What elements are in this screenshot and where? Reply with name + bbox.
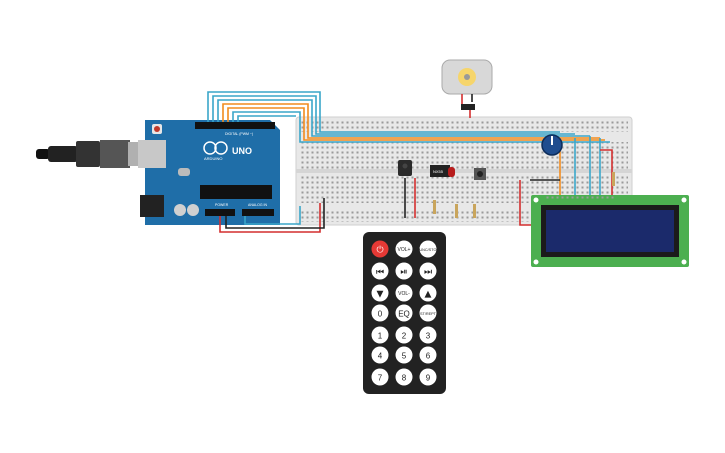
remote-button-label: VOL+	[398, 247, 411, 253]
remote-button-label: EQ	[398, 310, 410, 319]
up-button[interactable]: ▲	[419, 284, 437, 302]
uno-logo: UNO	[232, 146, 252, 156]
remote-button-label: 6	[426, 352, 431, 361]
fast-forward-icon: ⏭	[424, 268, 432, 278]
remote-button-label: 0	[378, 310, 383, 319]
arduino-brand: ARDUINO	[204, 156, 222, 161]
power-header	[205, 209, 235, 216]
remote-button-label: FUNC/STOP	[417, 248, 439, 252]
led	[448, 167, 455, 177]
remote-button-8[interactable]: 8	[395, 368, 413, 386]
remote-button-label: 1	[378, 332, 383, 341]
remote-button-9[interactable]: 9	[419, 368, 437, 386]
ir-remote: ⏻ VOL+ FUNC/STOP ⏮ ⏯ ⏭ ▼ VOL- ▲ 0 EQ ST/REPT 1 2 3 4 5 6 7…	[363, 232, 446, 394]
dc-motor	[441, 59, 493, 110]
remote-button-6[interactable]: 6	[419, 346, 437, 364]
ic-chip: NX55	[430, 165, 450, 177]
remote-button-label: 2	[402, 332, 407, 341]
rewind-button[interactable]: ⏮	[371, 262, 389, 280]
remote-button-label: 9	[426, 374, 431, 383]
remote-button-7[interactable]: 7	[371, 368, 389, 386]
push-button	[474, 168, 486, 180]
power-button[interactable]: ⏻	[371, 240, 389, 258]
remote-button-label: VOL-	[398, 291, 410, 297]
rewind-icon: ⏮	[376, 268, 384, 278]
play-pause-button[interactable]: ⏯	[395, 262, 413, 280]
wires	[207, 91, 613, 233]
lcd-module	[531, 195, 689, 267]
power-icon: ⏻	[376, 245, 383, 256]
remote-button-2[interactable]: 2	[395, 326, 413, 344]
remote-button-label: ST/REPT	[420, 312, 437, 316]
remote-button-label: 4	[378, 352, 383, 361]
remote-button-5[interactable]: 5	[395, 346, 413, 364]
remote-button-0[interactable]: 0	[371, 304, 389, 322]
remote-button-1[interactable]: 1	[371, 326, 389, 344]
lcd-screen	[546, 210, 674, 252]
digital-header	[195, 122, 275, 129]
remote-button-VOL+[interactable]: VOL+	[395, 240, 413, 258]
resistors	[433, 172, 615, 218]
remote-button-EQ[interactable]: EQ	[395, 304, 413, 322]
remote-button-FUNC/STOP[interactable]: FUNC/STOP	[417, 240, 439, 258]
up-icon: ▲	[425, 290, 432, 300]
remote-button-label: 8	[402, 374, 407, 383]
remote-button-ST/REPT[interactable]: ST/REPT	[419, 304, 437, 322]
down-button[interactable]: ▼	[371, 284, 389, 302]
analog-header	[242, 209, 274, 216]
ir-receiver	[398, 160, 412, 176]
remote-button-3[interactable]: 3	[419, 326, 437, 344]
remote-button-4[interactable]: 4	[371, 346, 389, 364]
ic-label: NX55	[433, 169, 444, 174]
diode	[461, 104, 475, 110]
potentiometer[interactable]	[541, 134, 563, 156]
atmega-chip	[200, 185, 272, 199]
remote-button-VOL-[interactable]: VOL-	[395, 284, 413, 302]
digital-label: DIGITAL (PWM ~)	[225, 132, 253, 136]
power-label: POWER	[215, 203, 229, 207]
remote-button-label: 7	[378, 374, 383, 383]
fast-forward-button[interactable]: ⏭	[419, 262, 437, 280]
play-pause-icon: ⏯	[400, 268, 407, 278]
remote-button-label: 3	[426, 332, 431, 341]
arduino-uno-board: UNO ARDUINO DIGITAL (PWM ~) POWER ANALOG…	[138, 120, 280, 225]
down-icon: ▼	[377, 290, 384, 300]
remote-button-label: 5	[402, 352, 407, 361]
analog-label: ANALOG IN	[248, 203, 268, 207]
